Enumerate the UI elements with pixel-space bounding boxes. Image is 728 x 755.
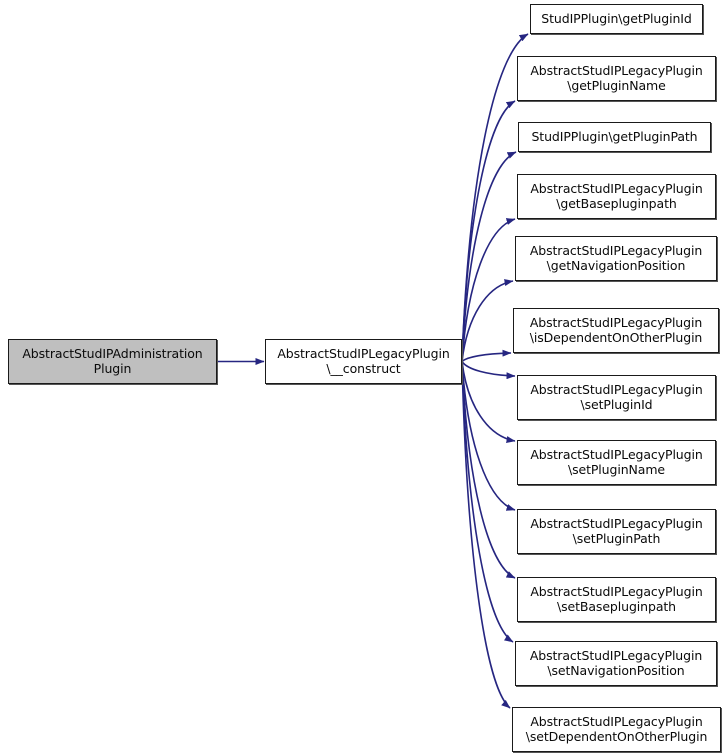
- node-callee-8[interactable]: AbstractStudIPLegacyPlugin \setPluginPat…: [517, 509, 716, 554]
- node-callee-6[interactable]: AbstractStudIPLegacyPlugin \setPluginId: [517, 375, 716, 420]
- node-abstract-studip-administration-plugin[interactable]: AbstractStudIPAdministration Plugin: [8, 339, 217, 384]
- edge: [461, 361, 516, 579]
- edge: [461, 279, 514, 362]
- edge: [461, 361, 514, 643]
- edge: [461, 361, 511, 709]
- edge: [461, 360, 516, 380]
- edge: [461, 361, 516, 511]
- node-callee-7[interactable]: AbstractStudIPLegacyPlugin \setPluginNam…: [517, 440, 716, 485]
- edge: [461, 349, 512, 363]
- node-callee-4[interactable]: AbstractStudIPLegacyPlugin \getNavigatio…: [515, 236, 717, 281]
- node-callee-11[interactable]: AbstractStudIPLegacyPlugin \setDependent…: [512, 707, 721, 752]
- edge: [461, 361, 516, 443]
- node-abstract-studip-legacy-plugin-construct[interactable]: AbstractStudIPLegacyPlugin \__construct: [265, 339, 462, 384]
- node-callee-1[interactable]: AbstractStudIPLegacyPlugin \getPluginNam…: [517, 56, 716, 101]
- node-callee-10[interactable]: AbstractStudIPLegacyPlugin \setNavigatio…: [515, 641, 717, 686]
- node-callee-2[interactable]: StudIPPlugin\getPluginPath: [518, 122, 711, 152]
- edge: [461, 218, 516, 362]
- edge: [461, 100, 516, 362]
- node-callee-9[interactable]: AbstractStudIPLegacyPlugin \setBaseplugi…: [517, 577, 716, 622]
- edge: [461, 151, 517, 362]
- node-callee-0[interactable]: StudIPPlugin\getPluginId: [530, 4, 703, 34]
- node-callee-5[interactable]: AbstractStudIPLegacyPlugin \isDependentO…: [513, 308, 719, 353]
- node-callee-3[interactable]: AbstractStudIPLegacyPlugin \getBaseplugi…: [517, 174, 716, 219]
